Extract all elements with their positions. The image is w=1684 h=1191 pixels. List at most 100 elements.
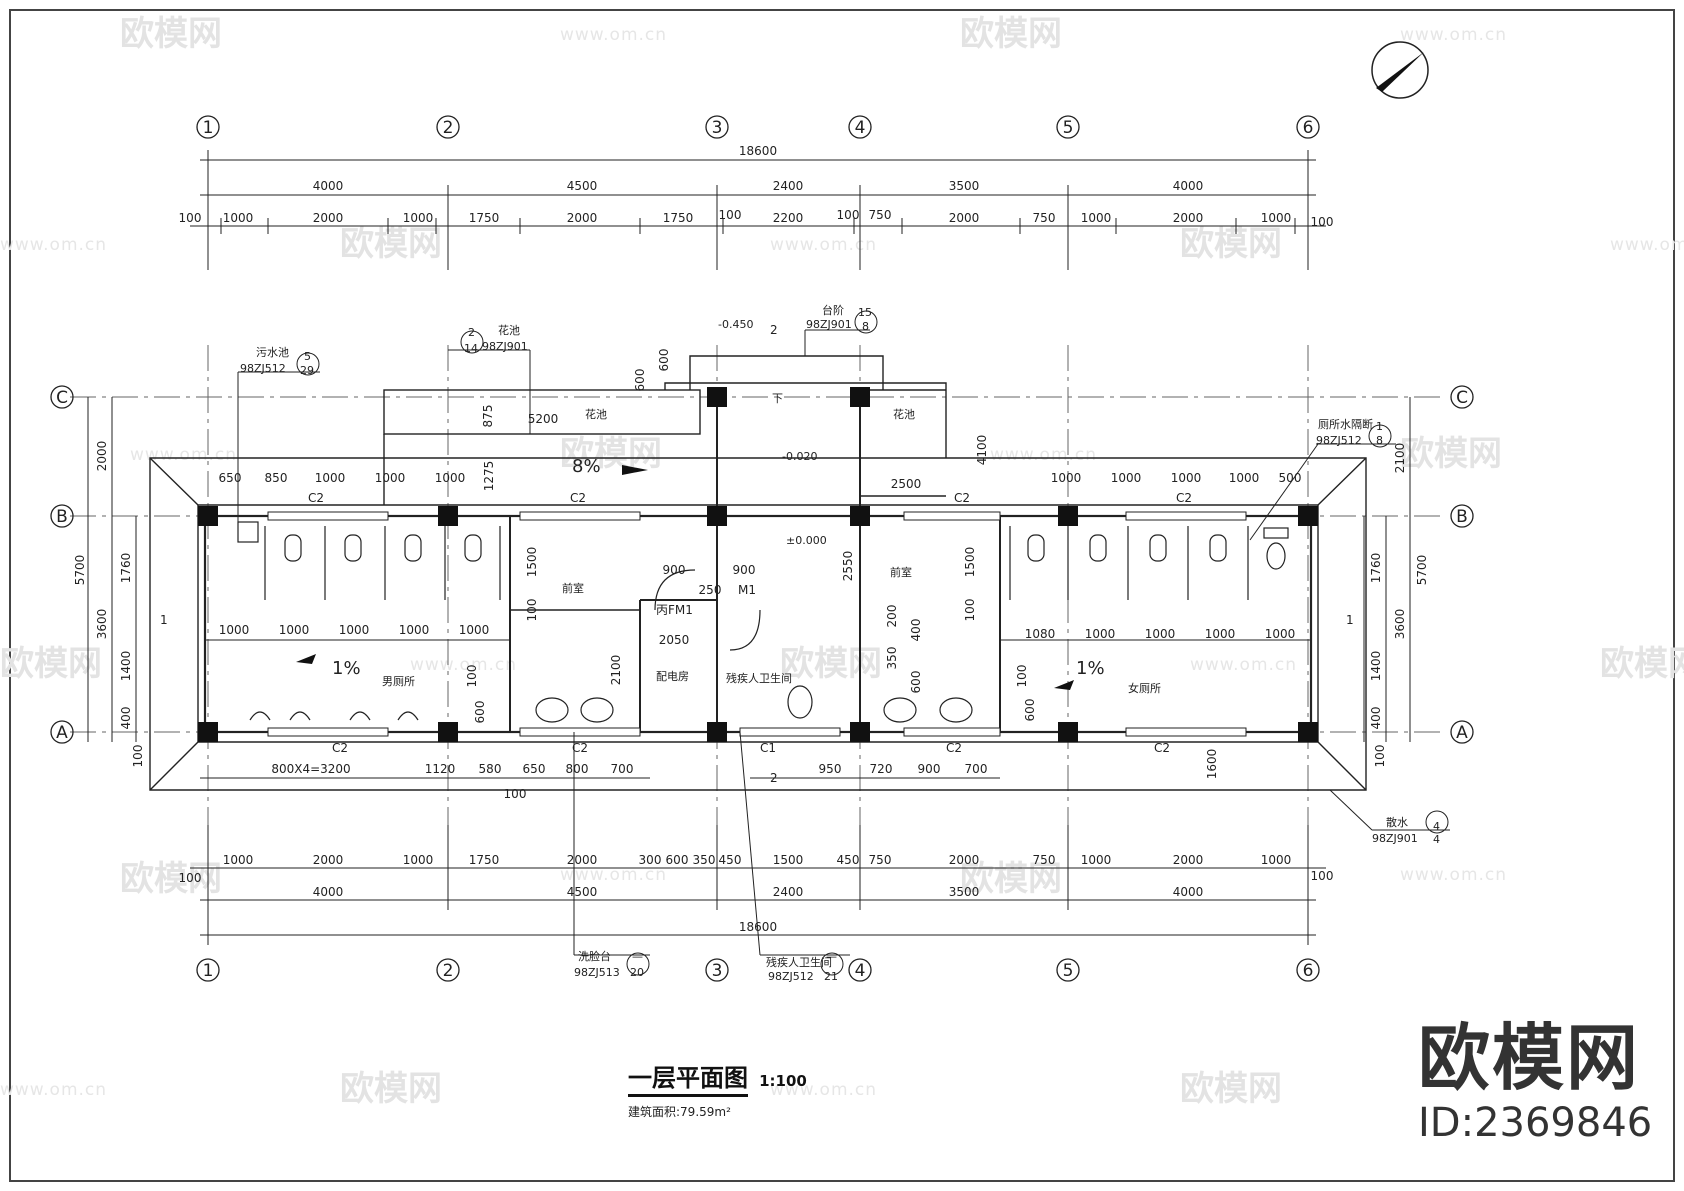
watermark-text: 欧模网 — [1400, 434, 1502, 474]
callout-text: 98ZJ512 — [240, 362, 286, 375]
room-labels: 男厕所 女厕所 前室 前室 配电房 残疾人卫生间 花池 花池 — [382, 408, 1161, 695]
dim-bottom: 580 — [479, 762, 502, 776]
inner-dim: 1000 — [459, 623, 490, 637]
dim-top: 100 — [837, 208, 860, 222]
dim-top: 1750 — [469, 211, 500, 225]
callout-text: — — [632, 950, 643, 963]
watermark-url: www.om.cn — [1190, 655, 1297, 675]
dim-bottom: 100 — [504, 787, 527, 801]
inner-dim: 2550 — [841, 551, 855, 582]
callout-text: 污水池 — [256, 346, 289, 359]
dim-top: 750 — [1033, 211, 1056, 225]
window-tag: C2 — [954, 491, 970, 505]
inner-dim: 350 — [885, 647, 899, 670]
window-tag: C2 — [1154, 741, 1170, 755]
dim-side-right: 400 — [1369, 707, 1383, 730]
axis-col-label: 4 — [855, 961, 866, 981]
room-women-label: 女厕所 — [1128, 681, 1161, 695]
callout-text: 21 — [824, 970, 838, 983]
dim-bottom: 1000 — [223, 853, 254, 867]
dim-bottom: 800 — [566, 762, 589, 776]
dim-bottom: 3500 — [949, 885, 980, 899]
dim-bottom: 1000 — [1261, 853, 1292, 867]
watermark-text: 欧模网 — [0, 644, 102, 684]
plan-title: 一层平面图 — [628, 1058, 748, 1097]
structural-columns — [198, 387, 1318, 742]
dim-bottom: 450 — [719, 853, 742, 867]
section-mark: 2 — [770, 323, 778, 337]
inner-dim: 1275 — [482, 461, 496, 492]
section-mark: 1 — [1346, 613, 1354, 627]
dim-top: 3500 — [949, 179, 980, 193]
callout-text: 散水 — [1386, 815, 1408, 829]
watermark-text: 欧模网 — [340, 1069, 442, 1109]
callout-text: 花池 — [498, 324, 520, 337]
inner-dim: 600 — [473, 701, 487, 724]
dim-bottom: 350 — [693, 853, 716, 867]
dim-side-right: 1760 — [1369, 553, 1383, 584]
callout-text: 1 — [1376, 420, 1383, 433]
dim-side-right: 3600 — [1393, 609, 1407, 640]
callout-text: 20 — [630, 966, 644, 979]
dim-bottom: 1120 — [425, 762, 456, 776]
inner-dim: 1000 — [1085, 627, 1116, 641]
callout-text: 台阶 — [822, 303, 844, 317]
callout-text: 15 — [858, 306, 872, 319]
inner-dim: 650 — [219, 471, 242, 485]
dim-top: 1000 — [403, 211, 434, 225]
dim-side-right: 1600 — [1205, 749, 1219, 780]
callout-text: — — [826, 950, 837, 963]
callout-text: 洗脸台 — [578, 949, 611, 963]
dim-top: 2000 — [1173, 211, 1204, 225]
callout-text: 98ZJ513 — [574, 966, 620, 979]
dim-side-left: 2000 — [95, 441, 109, 472]
inner-dim: 600 — [909, 671, 923, 694]
room-accessible-label: 残疾人卫生间 — [726, 671, 792, 685]
dim-side-left: 1400 — [119, 651, 133, 682]
dim-top: 100 — [719, 208, 742, 222]
dim-bottom: 750 — [869, 853, 892, 867]
dim-bottom: 2000 — [567, 853, 598, 867]
callout-text: 29 — [300, 364, 314, 377]
inner-dim: 1000 — [1051, 471, 1082, 485]
inner-dim: 5200 — [528, 412, 559, 426]
callout-text: 98ZJ512 — [1316, 434, 1362, 447]
inner-dim: 900 — [733, 563, 756, 577]
watermark-url: www.om.cn — [130, 445, 237, 465]
inner-dim: 1000 — [1171, 471, 1202, 485]
inner-dim: 500 — [1279, 471, 1302, 485]
dim-side-left: 100 — [131, 745, 145, 768]
room-front-right-label: 前室 — [890, 565, 912, 579]
callout-text: 残疾人卫生间 — [766, 955, 832, 969]
dim-total-bottom: 18600 — [739, 920, 777, 934]
dim-bottom: 4000 — [1173, 885, 1204, 899]
watermark-text: 欧模网 — [120, 859, 222, 899]
dim-top: 2000 — [567, 211, 598, 225]
dim-top: 4500 — [567, 179, 598, 193]
watermark-url: www.om.cn — [770, 235, 877, 255]
sheet-border — [9, 9, 1675, 1182]
dim-top: 100 — [179, 211, 202, 225]
window-tag: C2 — [946, 741, 962, 755]
dim-bottom: 650 — [523, 762, 546, 776]
level-marks: -0.450 -0.020 ±0.000 8% 1% 1% 下 2 2 1 1 … — [160, 318, 1354, 785]
inner-dim: 875 — [481, 405, 495, 428]
axis-col-label: 6 — [1303, 118, 1314, 138]
axis-col-label: 5 — [1063, 118, 1074, 138]
dimension-text-side: 2000 5700 1760 3600 1400 400 100 2100 57… — [73, 441, 1429, 780]
dim-top: 1000 — [1261, 211, 1292, 225]
room-front-left-label: 前室 — [562, 581, 584, 595]
axis-row-label: C — [56, 388, 68, 408]
dim-top: 1000 — [223, 211, 254, 225]
callout-text: 8 — [862, 320, 869, 333]
watermark-url: www.om.cn — [990, 445, 1097, 465]
watermark-text: 欧模网 — [1180, 1069, 1282, 1109]
inner-dim: 1500 — [525, 547, 539, 578]
dim-bottom: 100 — [1311, 869, 1334, 883]
inner-dim: 100 — [525, 599, 539, 622]
axis-col-label: 2 — [443, 118, 454, 138]
dim-top: 1000 — [1081, 211, 1112, 225]
watermark-url: www.om.cn — [0, 1080, 107, 1100]
inner-dim: 2500 — [891, 477, 922, 491]
